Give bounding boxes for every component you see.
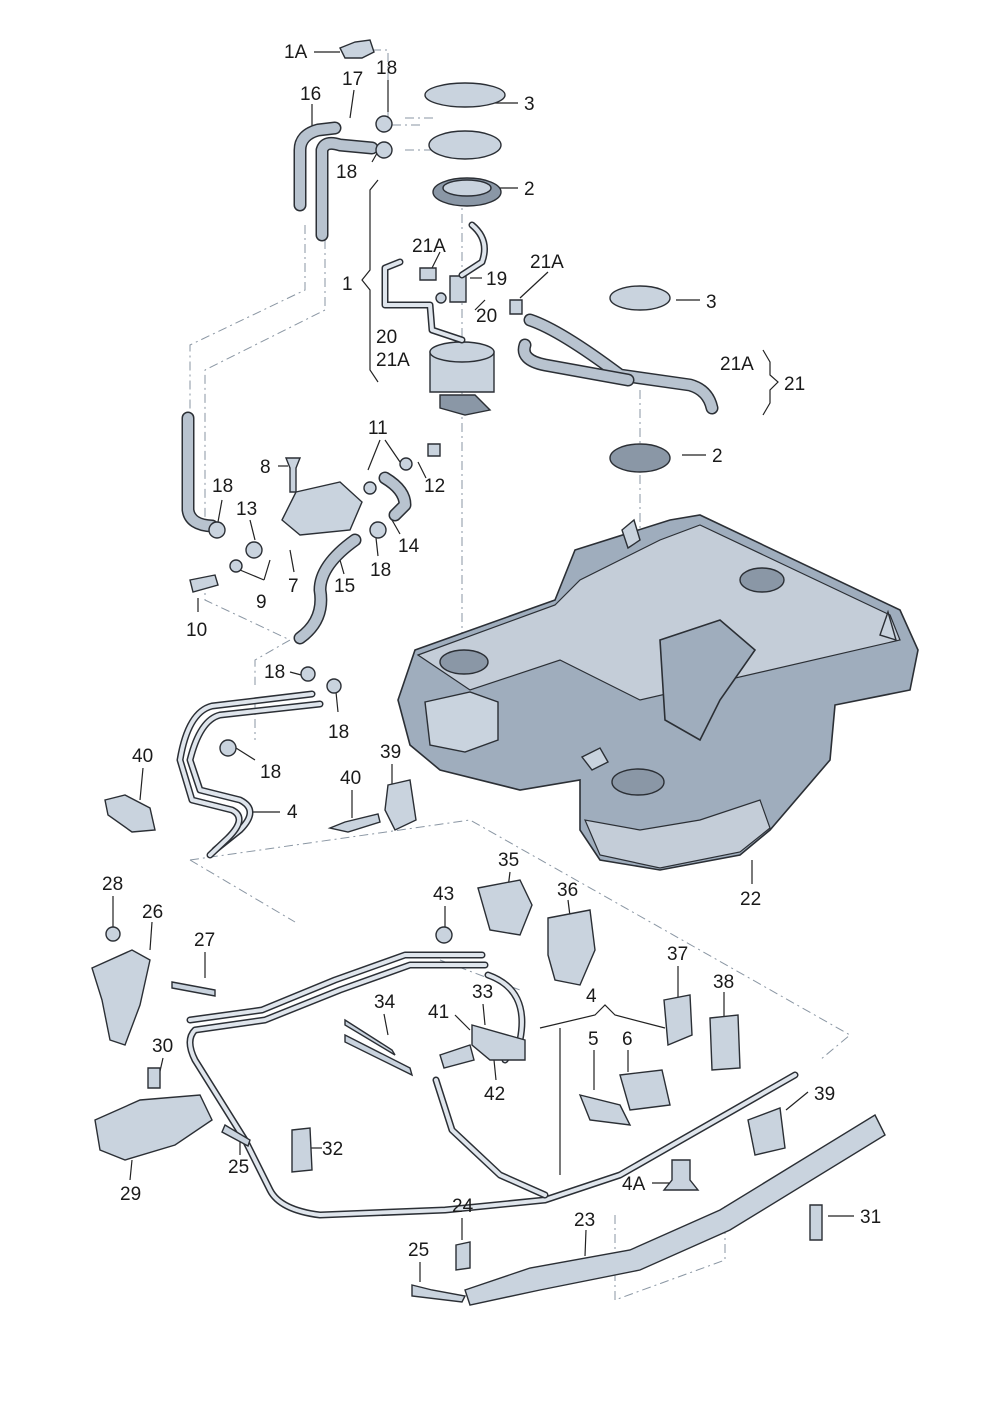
callout-27: 27 (194, 930, 215, 951)
callout-5: 5 (588, 1029, 599, 1050)
callout-18: 18 (328, 722, 349, 743)
callout-31: 31 (860, 1207, 881, 1228)
fuel-line-assembly-upper (176, 690, 324, 859)
callout-16: 16 (300, 84, 321, 105)
callout-29: 29 (120, 1184, 141, 1205)
callout-25: 25 (408, 1240, 429, 1261)
callout-35: 35 (498, 850, 519, 871)
callout-17: 17 (342, 69, 363, 90)
callout-25: 25 (228, 1157, 249, 1178)
callout-3: 3 (524, 94, 535, 115)
group-brackets (361, 179, 779, 1175)
callout-34: 34 (374, 992, 396, 1013)
callout-39: 39 (814, 1084, 835, 1105)
callout-21A: 21A (376, 350, 410, 371)
callout-10: 10 (186, 620, 207, 641)
callout-18: 18 (212, 476, 233, 497)
callout-8: 8 (260, 457, 271, 478)
callout-21A: 21A (530, 252, 564, 273)
callout-20: 20 (376, 327, 397, 348)
callout-2: 2 (524, 179, 535, 200)
callout-18: 18 (336, 162, 357, 183)
callout-39: 39 (380, 742, 401, 763)
fuel-tank (397, 514, 919, 871)
callout-22: 22 (740, 889, 761, 910)
callout-30: 30 (152, 1036, 173, 1057)
callout-40: 40 (340, 768, 361, 789)
callout-18: 18 (264, 662, 285, 683)
callout-labels: 1A 18 17 16 3 18 2 21A 1 19 21A 20 3 20 … (102, 42, 881, 1261)
small-parts (91, 39, 823, 1303)
callout-3: 3 (706, 292, 717, 313)
callout-42: 42 (484, 1084, 505, 1105)
callout-40: 40 (132, 746, 153, 767)
callout-18: 18 (370, 560, 391, 581)
callout-6: 6 (622, 1029, 633, 1050)
hoses (181, 121, 719, 645)
callout-14: 14 (398, 536, 420, 557)
callout-38: 38 (713, 972, 734, 993)
callout-21: 21 (784, 374, 805, 395)
callout-26: 26 (142, 902, 163, 923)
callout-24: 24 (452, 1196, 474, 1217)
callout-11: 11 (368, 418, 388, 439)
callout-37: 37 (667, 944, 688, 965)
callout-4: 4 (287, 802, 298, 823)
callout-21A: 21A (720, 354, 754, 375)
fuel-pump-module (419, 82, 523, 416)
callout-4: 4 (586, 986, 597, 1007)
callout-2: 2 (712, 446, 723, 467)
callout-7: 7 (288, 576, 299, 597)
callout-20: 20 (476, 306, 497, 327)
leader-lines (112, 51, 854, 1282)
callout-19: 19 (486, 269, 507, 290)
callout-12: 12 (424, 476, 445, 497)
callout-36: 36 (557, 880, 578, 901)
crossmember (464, 1114, 886, 1306)
callout-15: 15 (334, 576, 355, 597)
callout-4A: 4A (622, 1174, 646, 1195)
callout-9: 9 (256, 592, 267, 613)
callout-18: 18 (260, 762, 281, 783)
callout-43: 43 (433, 884, 454, 905)
callout-23: 23 (574, 1210, 595, 1231)
callout-41: 41 (428, 1002, 449, 1023)
callout-13: 13 (236, 499, 257, 520)
callout-28: 28 (102, 874, 123, 895)
callout-32: 32 (322, 1139, 343, 1160)
callout-18: 18 (376, 58, 397, 79)
callout-1A: 1A (284, 42, 308, 63)
callout-1: 1 (342, 274, 353, 295)
callout-33: 33 (472, 982, 493, 1003)
callout-21A: 21A (412, 236, 446, 257)
